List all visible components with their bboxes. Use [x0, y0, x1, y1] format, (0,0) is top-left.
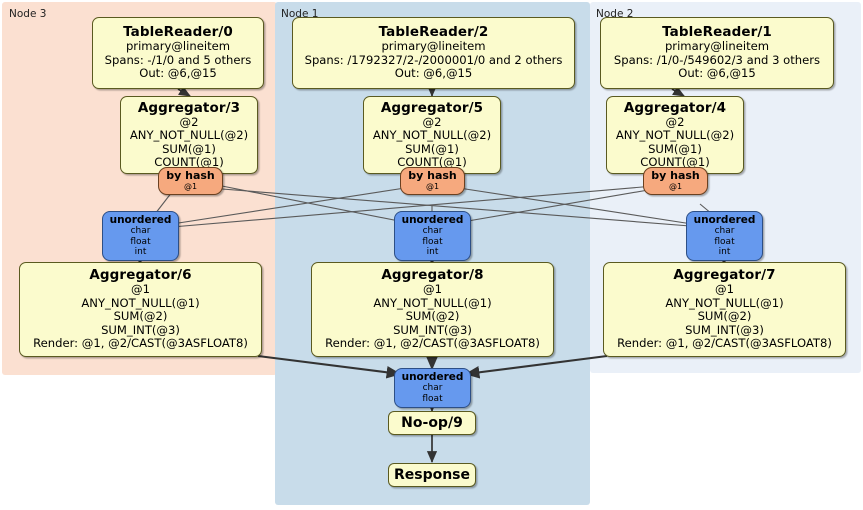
aggregator-8-agg2: SUM(@2)	[405, 309, 460, 324]
tablereader-2-title: TableReader/2	[378, 24, 489, 41]
panel-node-3-label: Node 3	[9, 8, 47, 20]
unordered-final-title: unordered	[401, 371, 464, 384]
aggregator-6-agg2: SUM(@2)	[113, 309, 168, 324]
aggregator-5-agg2: SUM(@1)	[405, 141, 459, 156]
unordered-node3-type-1: char	[130, 226, 151, 237]
tablereader-1-title: TableReader/1	[662, 24, 772, 41]
tablereader-0-table: primary@lineitem	[125, 39, 231, 54]
aggregator-3-agg3: COUNT(@1)	[154, 154, 224, 169]
unordered-node1-title: unordered	[401, 214, 464, 227]
unordered-node3-type-2: float	[130, 236, 151, 247]
aggregator-7-agg1: ANY_NOT_NULL(@1)	[665, 295, 784, 310]
aggregator-5-agg1: ANY_NOT_NULL(@2)	[372, 128, 492, 143]
aggregator-5-group: @2	[422, 114, 442, 129]
aggregator-4-title: Aggregator/4	[623, 99, 727, 116]
processor-aggregator-3[interactable]: Aggregator/3 @2 ANY_NOT_NULL(@2) SUM(@1)…	[120, 96, 258, 174]
aggregator-3-group: @2	[179, 114, 199, 129]
tablereader-0-spans: Spans: -/1/0 and 5 others	[104, 52, 252, 67]
processor-response[interactable]: Response	[388, 463, 476, 487]
unordered-node1-type-3: int	[426, 247, 439, 258]
unordered-final-type-1: char	[422, 383, 443, 394]
processor-aggregator-8[interactable]: Aggregator/8 @1 ANY_NOT_NULL(@1) SUM(@2)…	[311, 262, 554, 357]
unordered-node2-type-2: float	[714, 236, 735, 247]
processor-tablereader-1[interactable]: TableReader/1 primary@lineitem Spans: /1…	[600, 17, 834, 89]
by-hash-node2-cols: @1	[668, 182, 683, 192]
unordered-node2-type-1: char	[714, 226, 735, 237]
aggregator-6-group: @1	[131, 282, 150, 297]
tablereader-2-table: primary@lineitem	[381, 39, 486, 54]
panel-node-1-label: Node 1	[281, 8, 319, 20]
tablereader-1-spans: Spans: /1/0-/549602/3 and 3 others	[613, 52, 821, 67]
by-hash-node1-cols: @1	[425, 182, 440, 192]
aggregator-8-agg1: ANY_NOT_NULL(@1)	[373, 295, 492, 310]
processor-tablereader-2[interactable]: TableReader/2 primary@lineitem Spans: /1…	[292, 17, 575, 89]
aggregator-3-agg1: ANY_NOT_NULL(@2)	[129, 128, 249, 143]
tablereader-1-table: primary@lineitem	[664, 39, 770, 54]
tablereader-0-out: Out: @6,@15	[139, 66, 217, 81]
router-by-hash-node3[interactable]: by hash @1	[158, 167, 223, 195]
by-hash-node3-title: by hash	[166, 169, 215, 183]
stream-unordered-final[interactable]: unordered char float	[394, 368, 471, 408]
tablereader-2-spans: Spans: /1792327/2-/2000001/0 and 2 other…	[304, 52, 563, 67]
unordered-node2-title: unordered	[693, 214, 756, 227]
processor-aggregator-4[interactable]: Aggregator/4 @2 ANY_NOT_NULL(@2) SUM(@1)…	[606, 96, 744, 174]
tablereader-2-out: Out: @6,@15	[394, 66, 473, 81]
unordered-node1-type-1: char	[422, 226, 443, 237]
router-by-hash-node1[interactable]: by hash @1	[400, 167, 465, 195]
processor-aggregator-7[interactable]: Aggregator/7 @1 ANY_NOT_NULL(@1) SUM(@2)…	[603, 262, 846, 357]
stream-unordered-node1[interactable]: unordered char float int	[394, 211, 471, 261]
aggregator-4-agg1: ANY_NOT_NULL(@2)	[615, 128, 735, 143]
aggregator-6-title: Aggregator/6	[89, 267, 192, 284]
aggregator-4-agg3: COUNT(@1)	[640, 154, 710, 169]
processor-no-op-9[interactable]: No-op/9	[388, 411, 476, 435]
aggregator-5-title: Aggregator/5	[380, 99, 484, 116]
processor-aggregator-5[interactable]: Aggregator/5 @2 ANY_NOT_NULL(@2) SUM(@1)…	[363, 96, 501, 174]
by-hash-node1-title: by hash	[408, 169, 457, 183]
unordered-node2-type-3: int	[718, 247, 731, 258]
response-title: Response	[393, 466, 471, 483]
aggregator-3-title: Aggregator/3	[137, 99, 241, 116]
aggregator-7-agg2: SUM(@2)	[697, 309, 752, 324]
unordered-node3-type-3: int	[134, 247, 147, 258]
aggregator-7-title: Aggregator/7	[673, 267, 776, 284]
aggregator-8-group: @1	[423, 282, 442, 297]
stream-unordered-node2[interactable]: unordered char float int	[686, 211, 763, 261]
stream-unordered-node3[interactable]: unordered char float int	[102, 211, 179, 261]
unordered-final-type-2: float	[422, 394, 443, 404]
processor-tablereader-0[interactable]: TableReader/0 primary@lineitem Spans: -/…	[92, 17, 264, 89]
aggregator-5-agg3: COUNT(@1)	[397, 154, 467, 169]
by-hash-node2-title: by hash	[651, 169, 700, 183]
aggregator-8-render: Render: @1, @2/CAST(@3ASFLOAT8)	[325, 336, 540, 351]
unordered-node3-title: unordered	[109, 214, 172, 227]
processor-aggregator-6[interactable]: Aggregator/6 @1 ANY_NOT_NULL(@1) SUM(@2)…	[19, 262, 262, 357]
aggregator-7-render: Render: @1, @2/CAST(@3ASFLOAT8)	[617, 336, 832, 351]
aggregator-6-agg3: SUM_INT(@3)	[101, 322, 180, 337]
aggregator-6-render: Render: @1, @2/CAST(@3ASFLOAT8)	[33, 336, 248, 351]
no-op-9-title: No-op/9	[401, 414, 463, 431]
aggregator-7-group: @1	[715, 282, 734, 297]
aggregator-4-group: @2	[665, 114, 685, 129]
aggregator-4-agg2: SUM(@1)	[648, 141, 702, 156]
router-by-hash-node2[interactable]: by hash @1	[643, 167, 708, 195]
tablereader-0-title: TableReader/0	[123, 24, 233, 41]
aggregator-6-agg1: ANY_NOT_NULL(@1)	[81, 295, 200, 310]
panel-node-2-label: Node 2	[596, 8, 634, 20]
aggregator-7-agg3: SUM_INT(@3)	[685, 322, 764, 337]
aggregator-8-agg3: SUM_INT(@3)	[393, 322, 472, 337]
aggregator-8-title: Aggregator/8	[381, 267, 484, 284]
by-hash-node3-cols: @1	[183, 182, 198, 192]
tablereader-1-out: Out: @6,@15	[678, 66, 756, 81]
aggregator-3-agg2: SUM(@1)	[162, 141, 216, 156]
unordered-node1-type-2: float	[422, 236, 443, 247]
